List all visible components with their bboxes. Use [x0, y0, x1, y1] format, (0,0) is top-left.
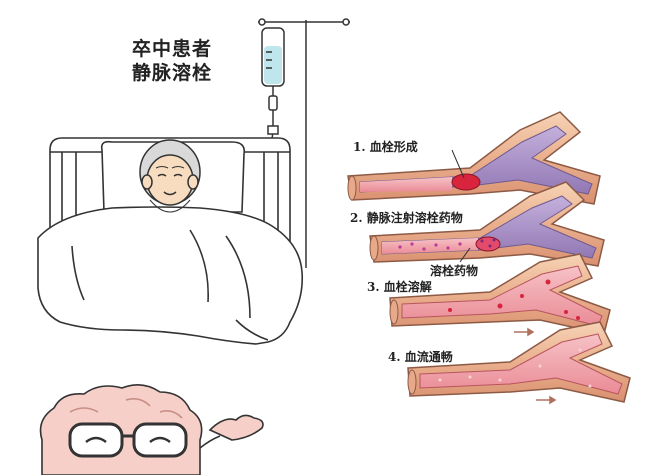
step-4-label: 4. 血流通畅 [388, 348, 453, 365]
vessel-step-4 [407, 321, 631, 403]
step-3-label: 3. 血栓溶解 [367, 278, 432, 295]
step-2-number: 2. [350, 211, 363, 225]
step-2-text: 静脉注射溶栓药物 [366, 211, 463, 225]
elderly-patient-icon [139, 139, 201, 213]
flow-arrow-3 [514, 327, 535, 337]
title-line-1: 卒中患者 [132, 38, 213, 60]
step-1-text: 血栓形成 [369, 140, 418, 154]
thrombolytic-drug-label: 溶栓药物 [430, 264, 479, 278]
clot-pointer-line [451, 149, 465, 179]
step-3-text: 血栓溶解 [383, 280, 432, 294]
step-4-text: 血流通畅 [404, 350, 453, 364]
brain-mascot-icon [39, 384, 264, 475]
step-1-label: 1. 血栓形成 [353, 138, 418, 155]
vessel-step-2 [369, 181, 605, 267]
thrombus-clot [451, 173, 481, 191]
flow-arrow-4 [536, 395, 557, 405]
step-1-number: 1. [353, 140, 366, 154]
iv-drip-bag-icon [258, 18, 350, 268]
step-3-number: 3. [367, 280, 380, 294]
drug-pointer-line [459, 247, 471, 263]
step-2-label: 2. 静脉注射溶栓药物 [350, 209, 463, 226]
vessel-step-3 [389, 253, 611, 335]
step-4-number: 4. [388, 350, 401, 364]
vessel-step-1 [347, 111, 601, 205]
title-line-2: 静脉溶栓 [132, 62, 213, 84]
